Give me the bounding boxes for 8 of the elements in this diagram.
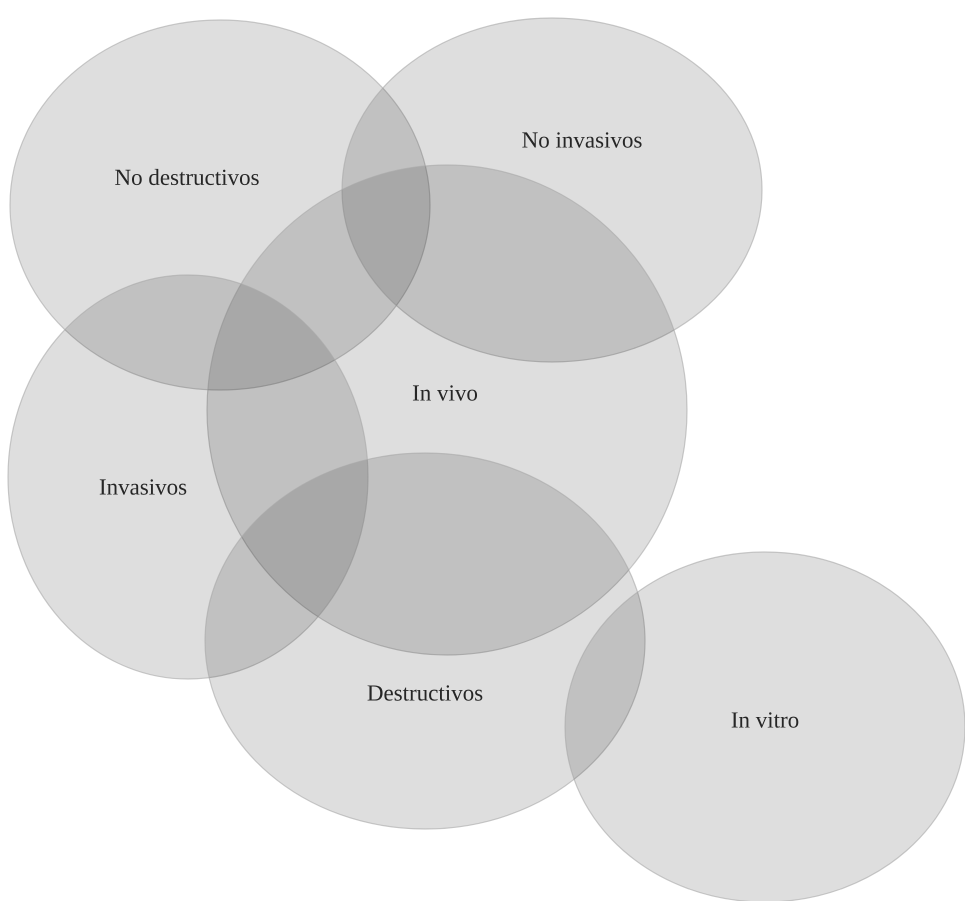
node-label: Destructivos [368, 685, 482, 701]
node-label: No destructivos [115, 168, 259, 186]
venn-ellipse [564, 551, 965, 901]
venn-ellipse [7, 274, 369, 680]
node-label: Invasivos [100, 479, 186, 495]
node-label: No invasivos [522, 132, 642, 148]
node-label: In vitro [732, 712, 798, 728]
node-label: In vivo [412, 385, 478, 401]
